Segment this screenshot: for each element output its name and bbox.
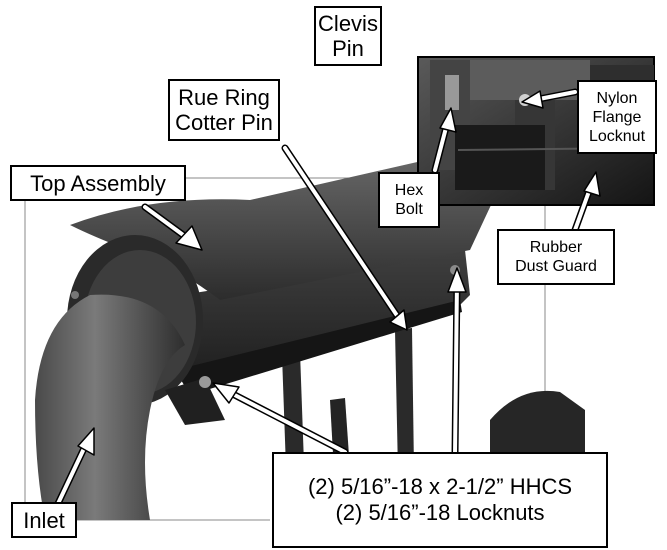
arrowheads [77, 90, 601, 456]
hardware-label-line-2: (2) 5/16”-18 Locknuts [335, 500, 545, 525]
dust-guard-label-line-2: Dust Guard [515, 258, 597, 275]
dust-guard-label-line-1: Rubber [529, 239, 583, 256]
clevis-pin-label-line-2: Pin [332, 36, 364, 61]
arrowhead-cotter-pin [389, 309, 408, 331]
clevis-pin-label-line-1: Clevis [318, 11, 378, 36]
hardware-label: (2) 5/16”-18 x 2-1/2” HHCS (2) 5/16”-18 … [272, 452, 608, 548]
top-assembly-label-text: Top Assembly [30, 170, 166, 196]
arrowhead-dust-guard [583, 171, 601, 197]
nylon-label-line-2: Flange [592, 108, 642, 126]
inlet-pipe [35, 294, 185, 520]
arrowhead-inlet [77, 427, 95, 456]
arrowhead-hex-bolt [439, 107, 457, 133]
nylon-label-line-1: Nylon [596, 89, 638, 107]
hex-bolt-label: Hex Bolt [378, 172, 440, 228]
arrowhead-locknut-right [447, 267, 467, 293]
leader-lines [51, 88, 596, 514]
hex-bolt-label-line-2: Bolt [395, 201, 423, 218]
rue-ring-label-line-1: Rue Ring [178, 85, 270, 110]
arrowhead-nylon-locknut [521, 90, 544, 109]
arrowhead-top-assembly [175, 225, 203, 251]
background-object [490, 390, 585, 470]
inlet-label: Inlet [11, 502, 77, 538]
rubber-dust-guard-label: Rubber Dust Guard [497, 229, 615, 285]
clevis-pin-label: Clevis Pin [314, 6, 382, 66]
rue-ring-cotter-pin-label: Rue Ring Cotter Pin [168, 79, 280, 141]
top-assembly-label: Top Assembly [10, 165, 186, 201]
hardware-label-line-1: (2) 5/16”-18 x 2-1/2” HHCS [307, 474, 573, 499]
arrowhead-locknut-left [212, 382, 240, 404]
nylon-label-line-3: Locknut [588, 127, 646, 145]
inlet-label-text: Inlet [23, 507, 65, 533]
nylon-flange-locknut-label: Nylon Flange Locknut [577, 80, 657, 154]
hex-bolt-label-line-1: Hex [394, 182, 424, 199]
rue-ring-label-line-2: Cotter Pin [175, 110, 273, 135]
